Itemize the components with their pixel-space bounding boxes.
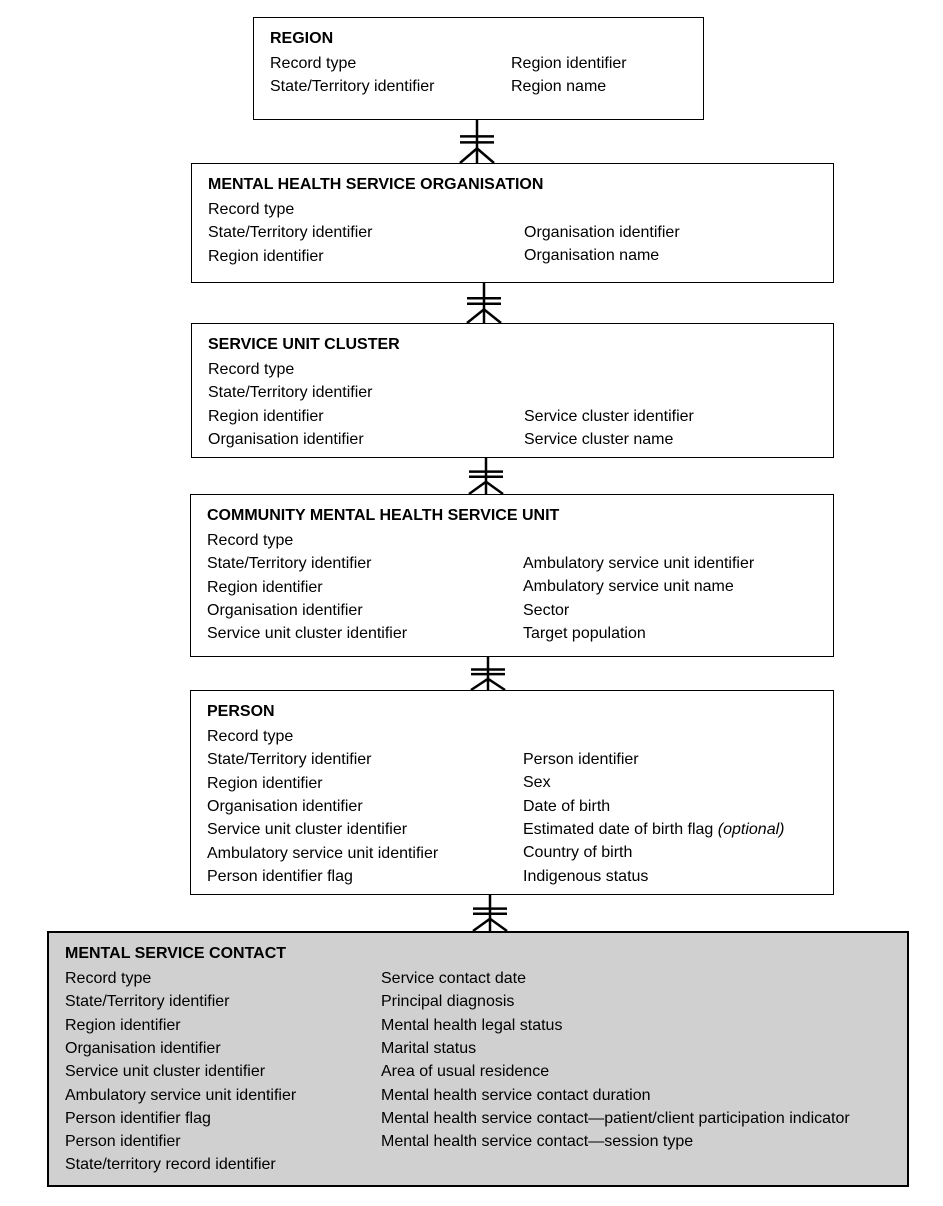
attribute-left: Region identifier xyxy=(207,578,323,596)
attribute-left: State/territory record identifier xyxy=(65,1156,276,1174)
attribute-text: Organisation identifier xyxy=(524,224,680,241)
attribute-text: Region identifier xyxy=(511,55,627,72)
attribute-left: Organisation identifier xyxy=(207,797,363,815)
attribute-text: Service contact date xyxy=(381,970,526,987)
attribute-right: Indigenous status xyxy=(523,867,648,887)
attribute-right: Ambulatory service unit identifier xyxy=(523,554,754,574)
attribute-left: Organisation identifier xyxy=(208,430,364,448)
attribute-text: Region name xyxy=(511,78,607,96)
attribute-left: State/Territory identifier xyxy=(207,555,372,573)
attribute-left: Region identifier xyxy=(65,1016,181,1034)
attribute-right: Region identifier xyxy=(511,54,627,74)
attribute-right: Country of birth xyxy=(523,843,632,863)
attribute-right: Target population xyxy=(523,624,646,644)
entity-box-mental-health-service-organisation: MENTAL HEALTH SERVICE ORGANISATION Record… xyxy=(191,163,834,283)
attribute-left: Person identifier flag xyxy=(207,867,353,885)
crows-foot-connector xyxy=(470,657,506,692)
attribute-right: Service cluster name xyxy=(524,430,673,450)
attribute-left: Region identifier xyxy=(208,407,324,425)
attribute-left: Record type xyxy=(208,361,295,378)
crows-foot-connector xyxy=(466,283,502,324)
attribute-right: Mental health service contact—session ty… xyxy=(381,1132,693,1152)
attribute-left: Service unit cluster identifier xyxy=(207,821,408,839)
attribute-left: State/Territory identifier xyxy=(207,751,372,769)
attribute-text: Ambulatory service unit identifier xyxy=(523,555,755,572)
attribute-right: Date of birth xyxy=(523,797,610,817)
attribute-left: Person identifier flag xyxy=(65,1109,211,1127)
attribute-left: Service unit cluster identifier xyxy=(65,1063,266,1081)
attribute-text: Service cluster identifier xyxy=(524,408,694,425)
attribute-left: Record type xyxy=(65,970,152,987)
attribute-left: State/Territory identifier xyxy=(208,224,373,242)
attribute-text: Marital status xyxy=(381,1039,477,1057)
attribute-text: Indigenous status xyxy=(523,867,649,885)
attribute-left: State/Territory identifier xyxy=(65,993,230,1011)
attribute-right: Sector xyxy=(523,601,569,621)
attribute-text: Date of birth xyxy=(523,797,611,815)
attribute-right: Area of usual residence xyxy=(381,1062,549,1082)
attribute-right: Organisation name xyxy=(524,246,659,266)
attribute-text: Target population xyxy=(523,624,646,642)
attribute-text: Mental health service contact—patient/cl… xyxy=(381,1109,850,1127)
attribute-text: Ambulatory service unit name xyxy=(523,578,734,596)
attribute-right: Mental health legal status xyxy=(381,1016,562,1036)
attribute-right: Person identifier xyxy=(523,750,639,770)
attribute-left: Organisation identifier xyxy=(65,1039,221,1057)
attribute-right: Mental health service contact duration xyxy=(381,1086,650,1106)
crows-foot-connector xyxy=(459,120,495,164)
attribute-text: Mental health legal status xyxy=(381,1016,563,1034)
attribute-text: Organisation name xyxy=(524,247,660,265)
attribute-left: Record type xyxy=(208,201,295,218)
optional-marker: (optional) xyxy=(717,820,785,838)
entity-title: MENTAL HEALTH SERVICE ORGANISATION xyxy=(208,176,544,193)
attribute-left: Record type xyxy=(270,55,357,72)
attribute-text: Country of birth xyxy=(523,844,633,862)
attribute-text: Sector xyxy=(523,601,570,619)
entity-title: PERSON xyxy=(207,703,275,720)
attribute-text: Sex xyxy=(523,774,551,792)
attribute-right: Estimated date of birth flag (optional) xyxy=(523,820,784,840)
crows-foot-connector xyxy=(472,895,508,933)
entity-title: REGION xyxy=(270,30,334,47)
attribute-right: Principal diagnosis xyxy=(381,992,514,1012)
attribute-right: Mental health service contact—patient/cl… xyxy=(381,1109,850,1129)
attribute-left: Service unit cluster identifier xyxy=(207,625,408,643)
attribute-right: Service contact date xyxy=(381,969,526,989)
attribute-left: Organisation identifier xyxy=(207,601,363,619)
attribute-left: State/Territory identifier xyxy=(270,78,435,96)
entity-title: MENTAL SERVICE CONTACT xyxy=(65,945,287,962)
attribute-left: Record type xyxy=(207,532,294,549)
attribute-text: Estimated date of birth flag xyxy=(523,820,714,838)
attribute-left: Region identifier xyxy=(207,774,323,792)
attribute-right: Organisation identifier xyxy=(524,223,680,243)
attribute-text: Principal diagnosis xyxy=(381,993,515,1011)
entity-title: COMMUNITY MENTAL HEALTH SERVICE UNIT xyxy=(207,507,560,524)
attribute-text: Service cluster name xyxy=(524,431,674,449)
attribute-left: Region identifier xyxy=(208,247,324,265)
attribute-right: Region name xyxy=(511,77,606,97)
attribute-text: Person identifier xyxy=(523,751,639,768)
attribute-left: Record type xyxy=(207,728,294,745)
attribute-right: Sex xyxy=(523,773,551,793)
attribute-left: Ambulatory service unit identifier xyxy=(207,844,439,862)
entity-title: SERVICE UNIT CLUSTER xyxy=(208,336,400,353)
attribute-left: State/Territory identifier xyxy=(208,384,373,402)
attribute-text: Mental health service contact duration xyxy=(381,1086,651,1104)
attribute-text: Mental health service contact—session ty… xyxy=(381,1133,694,1151)
attribute-left: Ambulatory service unit identifier xyxy=(65,1086,297,1104)
attribute-left: Person identifier xyxy=(65,1133,181,1151)
crows-foot-connector xyxy=(468,458,504,496)
attribute-right: Ambulatory service unit name xyxy=(523,577,734,597)
attribute-right: Service cluster identifier xyxy=(524,407,694,427)
attribute-text: Area of usual residence xyxy=(381,1063,550,1081)
attribute-right: Marital status xyxy=(381,1039,476,1059)
entity-box-community-mental-health-service-unit: COMMUNITY MENTAL HEALTH SERVICE UNIT Reco… xyxy=(190,494,834,657)
